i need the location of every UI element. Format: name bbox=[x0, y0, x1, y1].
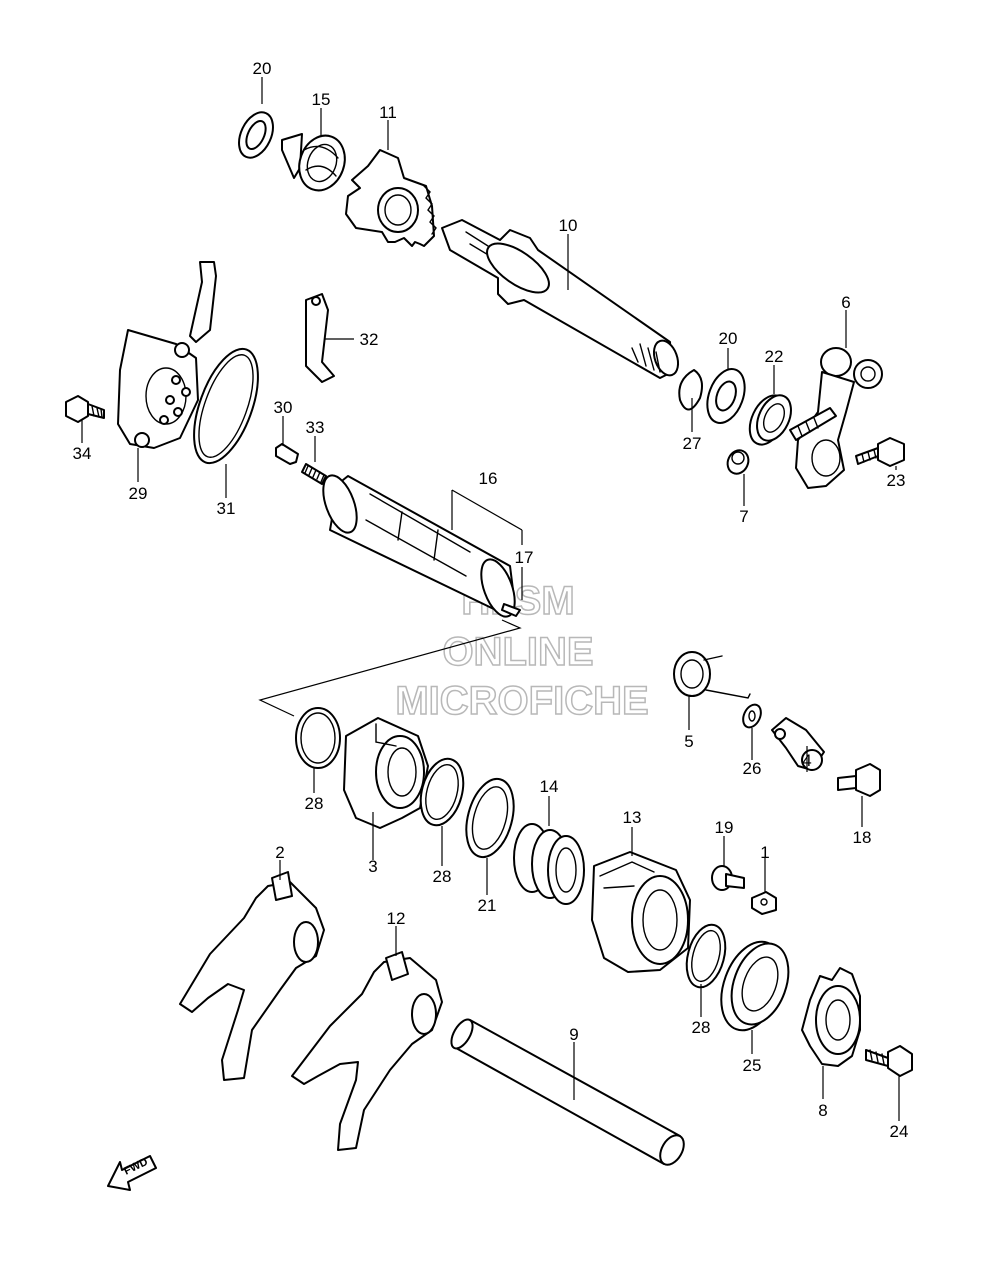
part-cover-29 bbox=[117, 261, 217, 449]
callout-24: 24 bbox=[890, 1122, 909, 1141]
part-arm-6 bbox=[789, 347, 883, 489]
callout-11: 11 bbox=[379, 103, 397, 122]
callout-18: 18 bbox=[853, 828, 872, 847]
callout-12: 12 bbox=[387, 909, 406, 928]
part-spring-14 bbox=[513, 823, 585, 905]
watermark: HLSM ONLINE MICROFICHE bbox=[395, 578, 650, 724]
callout-16: 16 bbox=[479, 469, 498, 488]
part-bearing-22 bbox=[748, 394, 792, 446]
callout-30: 30 bbox=[274, 398, 293, 417]
callout-29: 29 bbox=[129, 484, 148, 503]
callout-19: 19 bbox=[715, 818, 734, 837]
part-stopper-4 bbox=[771, 717, 825, 771]
part-washer-top bbox=[238, 111, 274, 159]
part-washer-21 bbox=[465, 777, 515, 859]
callout-10: 10 bbox=[559, 216, 578, 235]
part-cam-13 bbox=[591, 851, 691, 973]
leader-lines bbox=[81, 77, 900, 1121]
callout-7: 7 bbox=[739, 507, 748, 526]
watermark-line-2: ONLINE bbox=[442, 630, 593, 674]
part-bolt-34 bbox=[65, 395, 105, 423]
callout-34: 34 bbox=[73, 444, 92, 463]
callout-14: 14 bbox=[540, 777, 559, 796]
part-bolt-24 bbox=[865, 1045, 913, 1077]
fwd-arrow-icon: FWD bbox=[107, 1155, 157, 1191]
part-circlip-27 bbox=[678, 369, 703, 411]
part-spring-33 bbox=[301, 463, 327, 485]
part-shaft-10 bbox=[441, 219, 680, 379]
callout-27: 27 bbox=[683, 434, 702, 453]
part-cam-3 bbox=[343, 717, 429, 829]
callout-28-right: 28 bbox=[692, 1018, 711, 1037]
part-spring-5 bbox=[673, 651, 751, 699]
watermark-line-3: MICROFICHE bbox=[395, 679, 648, 723]
callout-17: 17 bbox=[515, 548, 534, 567]
callout-28-left: 28 bbox=[305, 794, 324, 813]
part-pin-30 bbox=[275, 443, 299, 465]
callout-labels: 1 2 3 4 5 6 7 8 9 10 11 12 13 14 15 16 1… bbox=[73, 59, 909, 1141]
callout-31: 31 bbox=[217, 499, 236, 518]
callout-8: 8 bbox=[818, 1101, 827, 1120]
callout-23: 23 bbox=[887, 471, 906, 490]
callout-33: 33 bbox=[306, 418, 325, 437]
part-spring-15 bbox=[281, 133, 346, 192]
part-pin-17 bbox=[501, 603, 521, 617]
part-gear-8 bbox=[801, 967, 861, 1067]
part-shaft-9 bbox=[450, 1018, 685, 1166]
callout-6: 6 bbox=[841, 293, 850, 312]
part-nut-1 bbox=[751, 891, 777, 915]
part-clip-32 bbox=[305, 293, 335, 383]
part-fork-2 bbox=[179, 871, 325, 1081]
callout-28-mid: 28 bbox=[433, 867, 452, 886]
part-collar-7 bbox=[726, 449, 750, 475]
part-drum-16 bbox=[322, 474, 516, 618]
callout-1: 1 bbox=[760, 843, 769, 862]
part-bolt-18 bbox=[837, 763, 881, 797]
callout-32: 32 bbox=[360, 330, 379, 349]
callout-20-top: 20 bbox=[253, 59, 272, 78]
part-bolt-19 bbox=[711, 865, 745, 891]
callout-2: 2 bbox=[275, 843, 284, 862]
callout-9: 9 bbox=[569, 1025, 578, 1044]
callout-15: 15 bbox=[312, 90, 331, 109]
part-circlip-28-right bbox=[685, 923, 727, 989]
callout-20-right: 20 bbox=[719, 329, 738, 348]
part-gear-plate-11 bbox=[345, 149, 437, 247]
callout-3: 3 bbox=[368, 857, 377, 876]
part-circlip-28-left bbox=[295, 707, 341, 769]
callout-13: 13 bbox=[623, 808, 642, 827]
callout-25: 25 bbox=[743, 1056, 762, 1075]
callout-4: 4 bbox=[802, 751, 811, 770]
part-bolt-23 bbox=[855, 437, 905, 467]
part-bearing-25 bbox=[720, 940, 790, 1032]
callout-5: 5 bbox=[684, 732, 693, 751]
part-washer-26 bbox=[742, 703, 762, 729]
callout-22: 22 bbox=[765, 347, 784, 366]
callout-26: 26 bbox=[743, 759, 762, 778]
part-circlip-28-mid bbox=[419, 757, 465, 827]
part-oring-31 bbox=[193, 347, 259, 465]
part-washer-right bbox=[706, 368, 746, 424]
callout-21: 21 bbox=[478, 896, 497, 915]
part-fork-12 bbox=[291, 951, 443, 1151]
